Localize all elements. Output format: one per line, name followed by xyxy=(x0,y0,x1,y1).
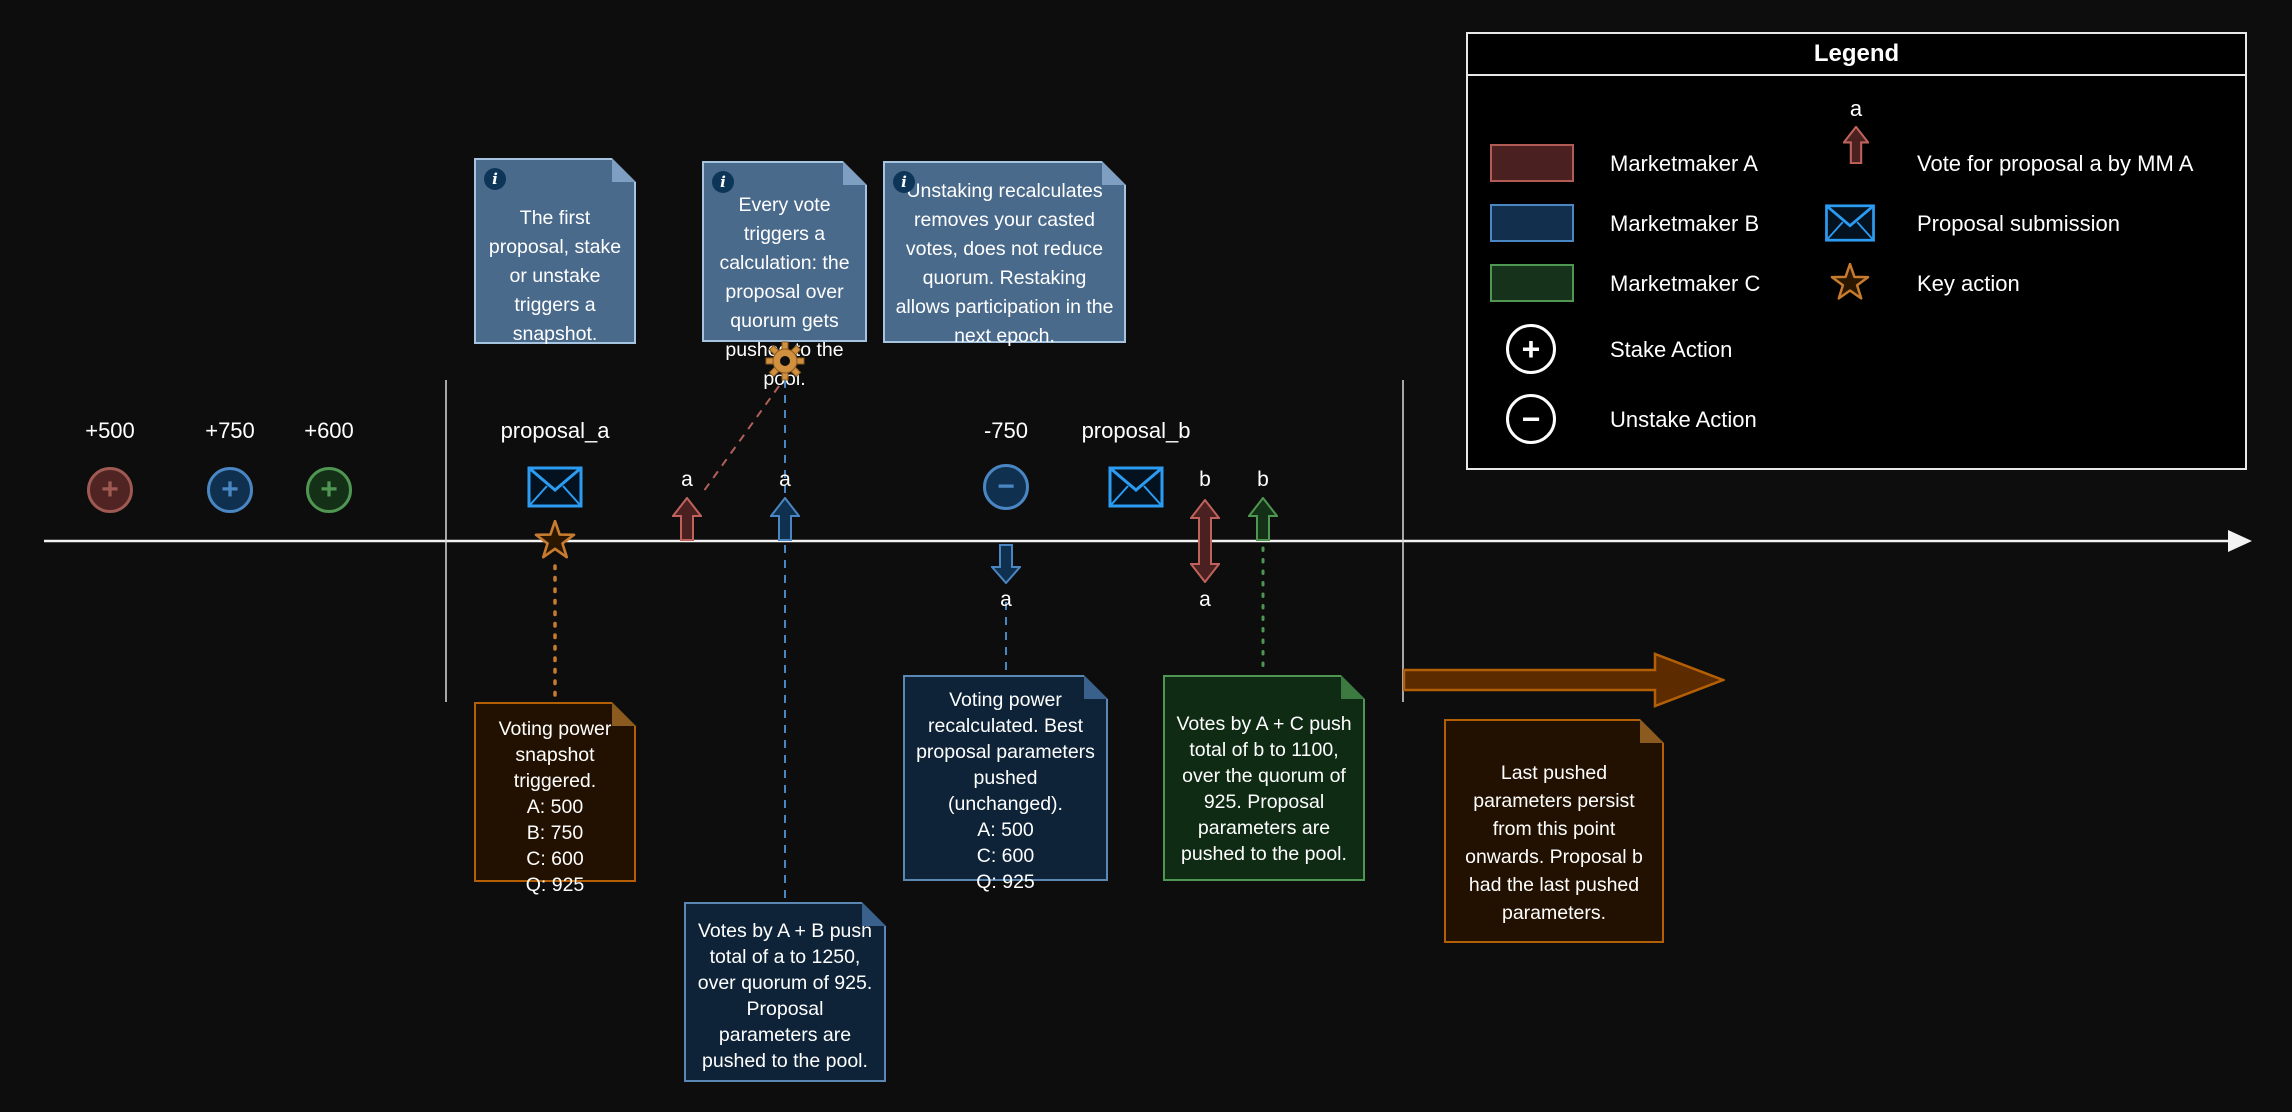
legend-label-marketmaker-c: Marketmaker C xyxy=(1610,271,1761,296)
vote-b-by-mmc-label: b xyxy=(1257,468,1269,491)
legend-unstake-icon: − xyxy=(1506,394,1556,444)
info-note-text: Unstaking recalculates removes your cast… xyxy=(895,180,1114,347)
info-note-snapshot: i The first proposal, stake or unstake t… xyxy=(474,158,636,345)
note-text: Voting power snapshot triggered. xyxy=(498,718,612,792)
info-icon: i xyxy=(893,171,915,193)
note-votes-a-push: Votes by A + B push total of a to 1250, … xyxy=(684,902,886,1082)
legend-label-proposal: Proposal submission xyxy=(1917,211,2120,236)
legend-envelope-icon xyxy=(1825,204,1875,242)
vote-b-by-mma-label: b xyxy=(1199,468,1211,491)
legend-label-key-action: Key action xyxy=(1917,271,2020,296)
legend-label-vote: Vote for proposal a by MM A xyxy=(1917,151,2194,176)
proposal-b-envelope-icon xyxy=(1108,466,1164,508)
gear-icon xyxy=(765,341,805,381)
minus-icon: − xyxy=(997,470,1015,503)
legend-swatch-marketmaker-b xyxy=(1490,204,1574,242)
info-letter: i xyxy=(901,172,907,191)
note-recalculated-values: Voting power recalculated. Best proposal… xyxy=(903,675,1108,893)
note-line: A: 500 xyxy=(526,796,584,818)
info-icon: i xyxy=(484,168,506,190)
note-snapshot-values: Voting power snapshot triggered. A: 500 … xyxy=(474,702,636,896)
note-votes-b-push: Votes by A + C push total of b to 1100, … xyxy=(1163,675,1365,881)
note-line: C: 600 xyxy=(976,845,1035,867)
note-line: Q: 925 xyxy=(976,871,1035,893)
legend-title: Legend xyxy=(1468,34,2245,76)
stake-a-amount: +500 xyxy=(85,418,135,443)
persist-forward-arrow xyxy=(1403,652,1725,708)
legend-star-icon xyxy=(1830,263,1870,300)
vote-b-removed-a-label: a xyxy=(1199,588,1211,611)
proposal-b-label: proposal_b xyxy=(1081,418,1191,443)
unstake-amount: -750 xyxy=(983,418,1029,443)
proposal-a-label: proposal_a xyxy=(500,418,610,443)
legend-label-stake: Stake Action xyxy=(1610,337,1733,362)
info-note-text: The first proposal, stake or unstake tri… xyxy=(488,207,622,345)
proposal-a-envelope-icon xyxy=(527,466,583,508)
vote-a-by-mmb-arrow xyxy=(770,497,800,541)
minus-icon: − xyxy=(1521,401,1541,437)
removed-vote-a-arrow xyxy=(991,544,1021,584)
note-text: Votes by A + B push total of a to 1250, … xyxy=(697,920,873,1072)
stake-c-amount: +600 xyxy=(304,418,354,443)
legend-label-unstake: Unstake Action xyxy=(1610,407,1757,432)
info-note-vote-calculation: i Every vote triggers a calculation: the… xyxy=(702,161,867,390)
legend-label-marketmaker-a: Marketmaker A xyxy=(1610,151,1758,176)
stake-icon-mmc: + xyxy=(306,467,352,513)
legend-label-marketmaker-b: Marketmaker B xyxy=(1610,211,1760,236)
vote-b-by-mma-double-arrow xyxy=(1190,499,1220,583)
note-text: Last pushed parameters persist from this… xyxy=(1465,762,1643,924)
legend-vote-arrow-icon xyxy=(1843,126,1869,164)
legend-panel: Legend Marketmaker A Marketmaker B Marke… xyxy=(1466,32,2247,470)
note-line: B: 750 xyxy=(526,822,584,844)
vote-b-by-mmc-arrow xyxy=(1248,497,1278,541)
timeline-arrowhead xyxy=(2228,530,2252,552)
stake-b-amount: +750 xyxy=(205,418,255,443)
note-text: Voting power recalculated. Best proposal… xyxy=(916,689,1095,815)
note-persist-params: Last pushed parameters persist from this… xyxy=(1444,719,1664,943)
plus-icon: + xyxy=(1521,331,1541,367)
calc-dashed-line-red xyxy=(700,385,780,496)
info-icon: i xyxy=(712,171,734,193)
legend-vote-tag: a xyxy=(1849,96,1863,121)
note-line: C: 600 xyxy=(526,848,584,870)
plus-icon: + xyxy=(101,473,119,506)
key-action-star-icon xyxy=(534,520,576,559)
unstake-icon-mmb: − xyxy=(983,464,1029,510)
legend-stake-icon: + xyxy=(1506,324,1556,374)
info-note-unstaking: i Unstaking recalculates removes your ca… xyxy=(883,161,1126,347)
info-letter: i xyxy=(720,172,726,191)
stake-icon-mmb: + xyxy=(207,467,253,513)
info-letter: i xyxy=(492,169,498,188)
plus-icon: + xyxy=(221,473,239,506)
legend-swatch-marketmaker-c xyxy=(1490,264,1574,302)
vote-a-by-mma-arrow xyxy=(672,497,702,541)
plus-icon: + xyxy=(320,473,338,506)
legend-swatch-marketmaker-a xyxy=(1490,144,1574,182)
removed-vote-a-label: a xyxy=(1000,588,1012,611)
note-line: Q: 925 xyxy=(525,874,585,896)
vote-a-by-mmb-label: a xyxy=(779,468,791,491)
note-text: Votes by A + C push total of b to 1100, … xyxy=(1176,713,1352,865)
stake-icon-mma: + xyxy=(87,467,133,513)
vote-a-by-mma-label: a xyxy=(681,468,693,491)
note-line: A: 500 xyxy=(977,819,1034,841)
